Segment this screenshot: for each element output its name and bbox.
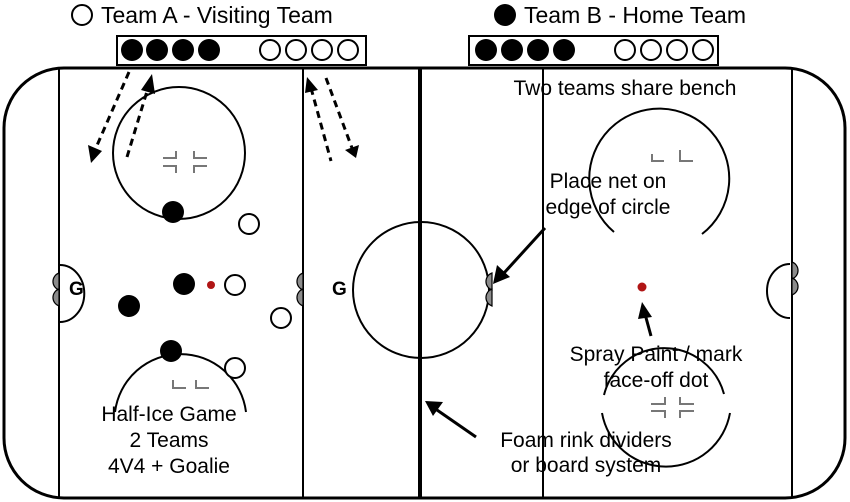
left-net bbox=[52, 272, 60, 307]
team-a-legend-icon bbox=[71, 4, 93, 26]
right-net bbox=[791, 261, 799, 296]
bench-a-players bbox=[121, 39, 359, 61]
rink-boards bbox=[2, 66, 847, 500]
center-left-net bbox=[296, 272, 304, 307]
left-goal-crease bbox=[59, 264, 86, 323]
player-movement-arrows bbox=[93, 71, 354, 162]
goalie-label-center: G bbox=[332, 279, 347, 300]
divider-note-line2: or board system bbox=[511, 454, 662, 477]
team-a-skaters bbox=[224, 213, 292, 379]
dot-note-line1: Spray Paint / mark bbox=[570, 343, 743, 366]
movement-arrowheads bbox=[88, 74, 359, 163]
game-note-line1: Half-Ice Game bbox=[101, 403, 236, 426]
net-note-line2: edge of circle bbox=[546, 196, 671, 219]
goalie-label-left: G bbox=[69, 279, 84, 300]
bench-b-players bbox=[475, 39, 714, 61]
faceoff-circle-top-left bbox=[112, 86, 246, 220]
team-b-legend: Team B - Home Team bbox=[524, 2, 746, 28]
divider-note-line1: Foam rink dividers bbox=[500, 429, 672, 452]
faceoff-circle-top-right bbox=[588, 107, 731, 235]
faceoff-dot-left bbox=[207, 281, 215, 289]
right-goal-crease bbox=[766, 263, 791, 319]
game-note-line3: 4V4 + Goalie bbox=[108, 455, 230, 478]
team-b-legend-icon bbox=[494, 4, 516, 26]
faceoff-dot-right bbox=[637, 282, 647, 292]
team-a-legend: Team A - Visiting Team bbox=[101, 2, 333, 28]
center-right-net bbox=[485, 272, 493, 307]
faceoff-circle-bottom-right-bottom bbox=[601, 412, 731, 468]
bench-note: Two teams share bench bbox=[514, 77, 737, 100]
pointer-arrowheads bbox=[425, 265, 652, 416]
faceoff-circle-bottom-right-top bbox=[603, 347, 725, 396]
dot-note-line2: face-off dot bbox=[604, 369, 709, 392]
hash-marks bbox=[163, 150, 694, 418]
net-note-line1: Place net on bbox=[550, 170, 667, 193]
game-note-line2: 2 Teams bbox=[130, 429, 209, 452]
team-b-skaters bbox=[118, 201, 195, 362]
